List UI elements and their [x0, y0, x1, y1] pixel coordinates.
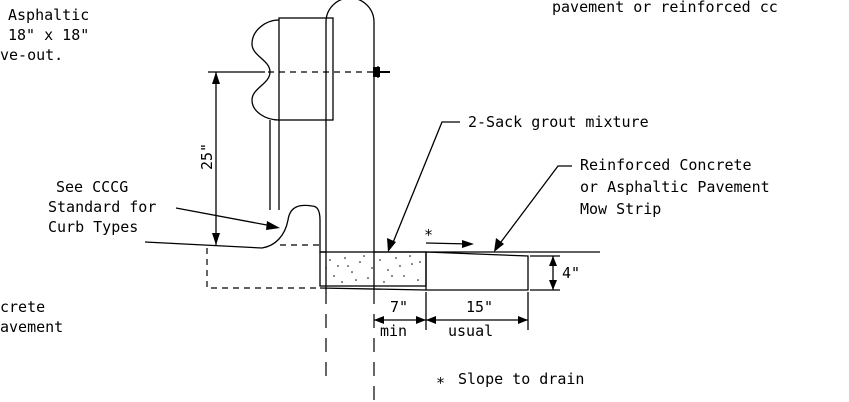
dim-mow-width-note: usual — [448, 322, 493, 340]
slope-note: Slope to drain — [458, 370, 584, 388]
dim-grout-width-note: min — [380, 322, 407, 340]
mow-strip-slab — [425, 251, 529, 291]
label-grout: 2-Sack grout mixture — [468, 113, 649, 131]
label-bottom-left-line1: crete — [0, 298, 45, 316]
guardrail-post — [325, 0, 375, 252]
leader-curb — [175, 207, 273, 227]
leader-mow-strip — [497, 165, 572, 247]
dim-grout-width: 7" — [390, 298, 408, 316]
blockout — [278, 17, 334, 121]
curb-profile — [144, 204, 321, 252]
bolt-nut — [373, 67, 380, 77]
dim-mow-width: 15" — [466, 298, 493, 316]
label-top-left-line1: Asphaltic — [8, 6, 89, 24]
slope-star: * — [424, 226, 433, 244]
dim-post-height: 25" — [198, 143, 216, 170]
label-top-left-line2: 18" x 18" — [8, 26, 89, 44]
label-bottom-left-line2: avement — [0, 318, 63, 336]
w-beam-rail — [251, 19, 280, 121]
leader-grout — [391, 121, 460, 246]
grout-stipple — [325, 255, 421, 283]
grout-area — [319, 251, 427, 287]
slope-note-star: * — [436, 374, 445, 392]
label-top-right: pavement or reinforced cc — [552, 0, 778, 16]
label-mow-line1: Reinforced Concrete — [580, 156, 752, 174]
label-mow-line2: or Asphaltic Pavement — [580, 178, 770, 196]
label-top-left-line3: ve-out. — [0, 46, 63, 64]
dim-thickness: 4" — [562, 264, 580, 282]
label-curb-line3: Curb Types — [48, 218, 138, 236]
curb-hidden — [206, 244, 320, 289]
label-mow-line3: Mow Strip — [580, 200, 661, 218]
label-curb-line2: Standard for — [48, 198, 156, 216]
label-curb-line1: See CCCG — [56, 178, 128, 196]
